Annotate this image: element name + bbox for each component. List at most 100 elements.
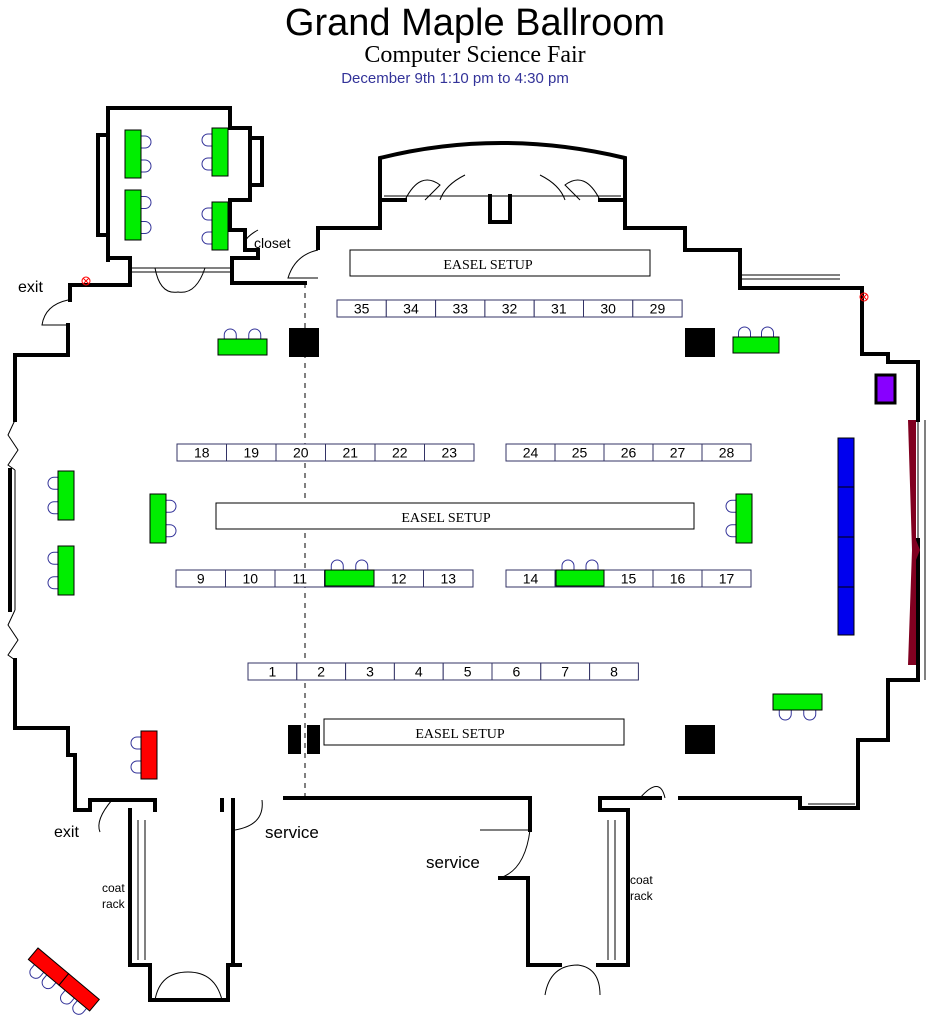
table [201,201,229,251]
table-top [735,493,753,544]
pillar [307,725,320,754]
booth-number: 16 [670,571,686,587]
chair [201,157,212,171]
booth-number: 10 [242,571,258,587]
walls [7,106,926,1002]
table [47,545,75,596]
chair [141,159,152,173]
booth-number: 32 [502,301,518,317]
coat-label: coat [102,881,125,895]
table [149,493,177,544]
chair [778,710,792,721]
easel-setup-top: EASEL SETUP [349,249,651,277]
table [124,129,152,179]
booth-8[interactable] [589,662,639,681]
exit-label: exit [18,279,43,296]
event-date: December 9th 1:10 pm to 4:30 pm [341,70,569,87]
service-label: service [265,823,319,842]
booth-28[interactable] [701,443,752,462]
pillar [289,328,319,357]
chair [725,524,736,538]
chair [166,524,177,538]
emergency-markers [81,276,869,302]
table [555,559,605,587]
booth-number: 11 [292,571,307,587]
booth-number: 26 [621,445,637,461]
table [201,127,229,177]
booth-number: 30 [600,301,616,317]
booth-number: 33 [452,301,468,317]
easel-label: EASEL SETUP [443,258,533,273]
chair [201,207,212,221]
chair [141,135,152,149]
booth-17[interactable] [701,569,752,588]
rack-label: rack [630,889,654,903]
rack-label: rack [102,897,126,911]
table-top [211,201,229,251]
booth-number: 35 [354,301,370,317]
chair [201,231,212,245]
table-top [324,569,375,587]
chair [47,501,58,515]
booth-number: 27 [670,445,686,461]
table-top [732,336,780,354]
table [725,493,753,544]
easel-setup-middle: EASEL SETUP [215,502,695,530]
pillar [288,725,301,754]
stage-area [837,373,920,665]
page-title: Grand Maple Ballroom [284,2,666,44]
booth-number: 29 [650,301,666,317]
pillar [685,725,715,754]
chair [72,1000,87,1015]
booth-number: 25 [572,445,588,461]
chair [761,326,774,337]
booth-number: 13 [440,571,456,587]
table-top [555,569,605,587]
booth-29[interactable] [632,299,683,318]
table [130,730,158,780]
stage-segment [837,536,855,588]
service-label: service [426,853,480,872]
booth-number: 18 [194,445,210,461]
table-top [140,730,158,780]
coat-label: coat [630,873,653,887]
chair [130,736,141,750]
table [772,693,823,721]
table-top [57,545,75,596]
booth-number: 1 [269,664,277,680]
booth-number: 4 [415,664,423,680]
closet-label: closet [254,235,291,251]
page-subtitle: Computer Science Fair [364,42,586,68]
booth-number: 14 [523,571,539,587]
exit-label: exit [54,824,79,841]
booth-23[interactable] [424,443,475,462]
booth-number: 2 [317,664,325,680]
booth-number: 31 [551,301,567,317]
booth-13[interactable] [423,569,474,588]
table-top [124,129,142,179]
chair [41,974,57,990]
chair [201,133,212,147]
booth-number: 15 [621,571,637,587]
booth-number: 3 [366,664,374,680]
booth-number: 24 [523,445,539,461]
chair [561,559,575,570]
easel-label: EASEL SETUP [401,511,491,526]
chair [141,196,152,209]
table [732,326,780,354]
chair [60,990,75,1005]
table-top [57,470,75,521]
table [47,470,75,521]
chair [29,964,45,979]
table-top [124,189,142,241]
chair [130,760,141,774]
table [324,559,375,587]
booth-number: 6 [513,664,521,680]
room-labels: exit exit closet service service coat ra… [18,235,654,911]
booth-number: 19 [243,445,259,461]
